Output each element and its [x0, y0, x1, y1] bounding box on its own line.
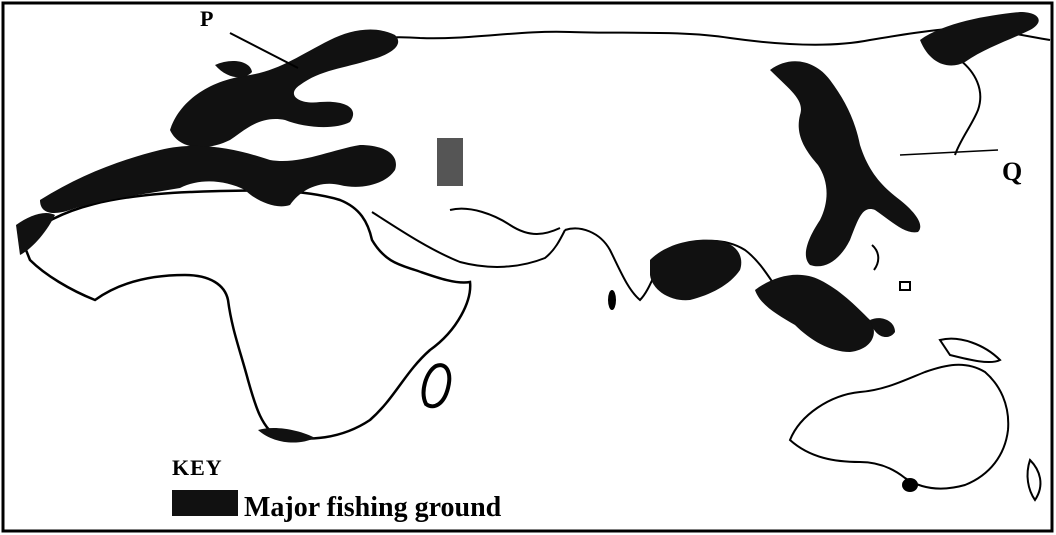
key-fishing-ground-swatch: [172, 490, 238, 516]
fishing-ground-northwest-europe: [170, 29, 399, 148]
japan-islands: [954, 59, 982, 156]
label-p-leader-line: [229, 32, 299, 69]
label-q-leader-line: [899, 149, 999, 156]
fishing-ground-south-africa: [258, 427, 315, 443]
fishing-ground-mediterranean: [40, 145, 396, 213]
fishing-ground-north-pacific: [920, 12, 1039, 66]
label-p: P: [200, 6, 214, 31]
label-q: Q: [1002, 157, 1023, 186]
fishing-ground-north-sea: [215, 60, 252, 78]
fishing-ground-east-asia: [770, 61, 921, 267]
small-island: [899, 281, 911, 291]
tasmania-island: [902, 478, 918, 492]
new-guinea-island: [938, 337, 1002, 364]
fishing-ground-bay-of-bengal: [650, 239, 742, 301]
sri-lanka-island: [608, 290, 616, 310]
arabian-peninsula: [371, 211, 566, 268]
fishing-ground-caspian: [437, 138, 463, 186]
fishing-ground-south-china-sea: [755, 274, 874, 352]
fishing-ground-indonesia: [870, 318, 895, 337]
persian-gulf-coast: [449, 207, 561, 235]
madagascar-island: [421, 363, 452, 409]
australia-landmass: [788, 363, 1010, 490]
key-title: KEY: [172, 455, 223, 480]
fishing-ground-west-africa: [16, 213, 55, 255]
africa-landmass: [20, 189, 472, 441]
key-fishing-ground-label: Major fishing ground: [244, 492, 502, 523]
philippines-islands: [871, 244, 880, 271]
new-zealand-island: [1026, 458, 1042, 502]
